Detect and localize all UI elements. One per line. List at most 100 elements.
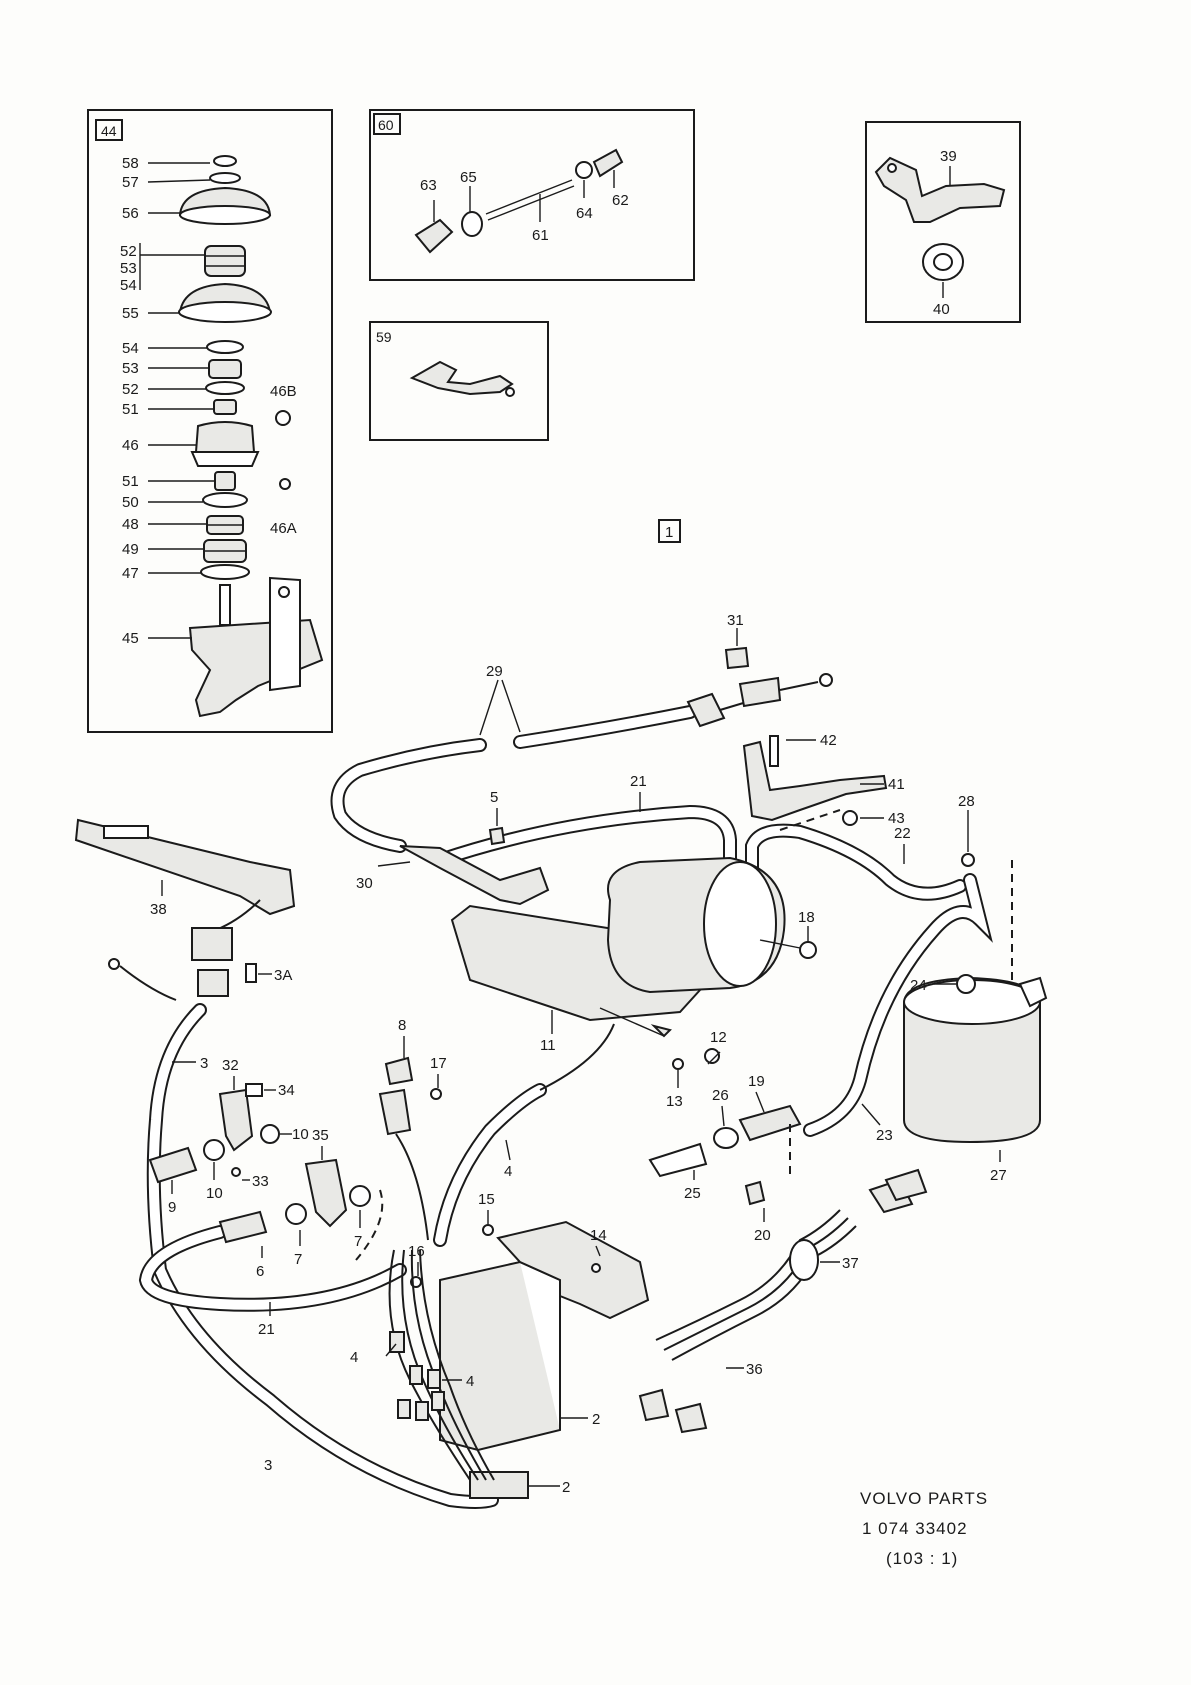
callout-30: 30 (356, 875, 373, 892)
clamp-26 (713, 1127, 739, 1149)
callout-7a: 7 (294, 1251, 302, 1268)
switch-6 (218, 1210, 268, 1244)
callout-26: 26 (712, 1087, 729, 1104)
footer-brand: VOLVO PARTS (860, 1489, 988, 1508)
box-44-label-46: 46 (122, 437, 139, 454)
part-46a-cap (279, 478, 291, 490)
callout-7b: 7 (354, 1233, 362, 1250)
hose-25 (648, 1142, 708, 1178)
footer-page-ref: (103 : 1) (886, 1549, 958, 1568)
callout-25: 25 (684, 1185, 701, 1202)
callout-12: 12 (710, 1029, 727, 1046)
linkage-rod-parts (414, 148, 624, 254)
bracket-35 (304, 1158, 348, 1228)
box-60-linkage: 60 63 65 61 64 62 (369, 109, 695, 281)
callout-43: 43 (888, 810, 905, 827)
clip-5 (488, 826, 506, 846)
footer-reference: VOLVO PARTS 1 074 33402 (103 : 1) (860, 1489, 988, 1568)
connector-2 (469, 1471, 529, 1499)
callout-18: 18 (798, 909, 815, 926)
box-60-label-63: 63 (420, 177, 437, 194)
callout-15: 15 (478, 1191, 495, 1208)
box-39-40-frame (865, 121, 1021, 323)
callout-6: 6 (256, 1263, 264, 1280)
washer-13 (672, 1058, 684, 1070)
box-44-label-52: 52 (120, 243, 137, 260)
box-44-tag: 44 (101, 123, 117, 139)
box-44-leaders (139, 162, 215, 639)
group-marker-1: 1 (665, 524, 673, 541)
callout-8: 8 (398, 1017, 406, 1034)
box-44-frame (87, 109, 333, 733)
box-44-label-54: 54 (120, 277, 137, 294)
screw-15 (482, 1224, 494, 1236)
callout-27: 27 (990, 1167, 1007, 1184)
callout-14: 14 (590, 1227, 607, 1244)
box-44-label-53b: 53 (122, 360, 139, 377)
main-assembly: 31 29 21 22 23 18 11 30 (74, 612, 1048, 1509)
bracket-11 (450, 904, 702, 1022)
box-60-label-62: 62 (612, 192, 629, 209)
box-60-tag: 60 (378, 117, 394, 133)
washer-7b (349, 1185, 371, 1207)
switch-9 (148, 1146, 198, 1184)
callout-4-right: 4 (466, 1373, 474, 1390)
callout-29: 29 (486, 663, 503, 680)
callout-2-unit: 2 (592, 1411, 600, 1428)
connector-38 (191, 927, 233, 961)
callout-10a: 10 (206, 1185, 223, 1202)
callout-24: 24 (910, 977, 927, 994)
box-44-label-46b: 46B (270, 383, 297, 400)
callout-32: 32 (222, 1057, 239, 1074)
nut-43 (842, 810, 858, 826)
harness-4 (433, 1083, 547, 1247)
callout-4-left: 4 (350, 1349, 358, 1366)
box-44-label-55: 55 (122, 305, 139, 322)
bracket-41 (742, 740, 888, 822)
callout-13: 13 (666, 1093, 683, 1110)
callout-19: 19 (748, 1073, 765, 1090)
group-marker-frame (658, 519, 681, 543)
callout-28: 28 (958, 793, 975, 810)
callout-10b: 10 (292, 1126, 309, 1143)
nut-34 (245, 1083, 263, 1097)
box-44-label-56: 56 (122, 205, 139, 222)
bracket-32 (218, 1088, 254, 1152)
callout-42: 42 (820, 732, 837, 749)
box-59-bracket: 59 (369, 321, 549, 441)
clip-31 (724, 646, 750, 670)
box-60-tag-frame (373, 113, 401, 135)
bracket-14 (496, 1220, 650, 1320)
box-44-label-50: 50 (122, 494, 139, 511)
callout-3-top: 3 (200, 1055, 208, 1072)
switch-stack (178, 155, 324, 718)
callout-4-top: 4 (504, 1163, 512, 1180)
callout-2-plug: 2 (562, 1479, 570, 1496)
box-59-tag: 59 (376, 329, 392, 345)
box-60-label-61: 61 (532, 227, 549, 244)
box-59-frame (369, 321, 549, 441)
callout-38: 38 (150, 901, 167, 918)
washer-10b (260, 1124, 280, 1144)
connector-8 (384, 1056, 414, 1086)
bolt-12 (704, 1048, 720, 1064)
callout-36: 36 (746, 1361, 763, 1378)
callout-20: 20 (754, 1227, 771, 1244)
callout-33: 33 (252, 1173, 269, 1190)
box-44-label-54b: 54 (122, 340, 139, 357)
box-44-label-47: 47 (122, 565, 139, 582)
box-44-tag-frame (95, 119, 123, 141)
callout-41: 41 (888, 776, 905, 793)
box-44-switch-assembly: 44 (87, 109, 333, 733)
callout-31: 31 (727, 612, 744, 629)
washer-10a (203, 1139, 225, 1161)
hose-22 (745, 823, 967, 901)
box-44-label-53: 53 (120, 260, 137, 277)
box-44-label-48: 48 (122, 516, 139, 533)
box-44-label-57: 57 (122, 174, 139, 191)
box-40-label: 40 (933, 301, 950, 318)
grommet-37 (789, 1239, 819, 1281)
box-60-label-64: 64 (576, 205, 593, 222)
valve-24 (956, 974, 976, 994)
screw-17 (430, 1088, 442, 1100)
